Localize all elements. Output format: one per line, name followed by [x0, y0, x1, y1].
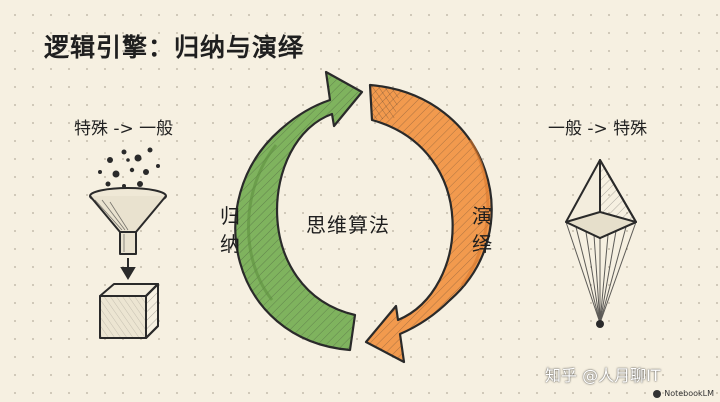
- induction-char: 纳: [220, 232, 240, 256]
- particles-icon: [98, 147, 160, 188]
- notebooklm-logo: NotebookLM: [653, 389, 714, 398]
- notebooklm-icon: [653, 389, 662, 398]
- watermark: 知乎 @人月聊IT: [545, 366, 661, 385]
- deduction-arrow: [364, 83, 493, 364]
- converging-lines: [565, 221, 637, 324]
- diagram-title: 逻辑引擎：归纳与演绎: [44, 33, 305, 62]
- notebooklm-text: NotebookLM: [664, 389, 714, 398]
- funnel-icon: [89, 187, 167, 255]
- focal-point: [596, 320, 604, 328]
- induction-arrow: [234, 70, 364, 352]
- induction-char: 归: [220, 204, 240, 228]
- arrow-down-icon: [120, 258, 136, 280]
- crystal-icon: [565, 159, 637, 239]
- induction-label: 归 纳: [218, 202, 242, 258]
- specific-to-general-label: 特殊 -> 一般: [74, 119, 174, 139]
- deduction-label: 演 绎: [470, 202, 494, 258]
- deduction-char: 绎: [472, 232, 492, 256]
- center-label: 思维算法: [306, 213, 390, 237]
- general-to-specific-label: 一般 -> 特殊: [548, 119, 648, 139]
- cube-icon: [99, 283, 159, 339]
- deduction-char: 演: [472, 204, 492, 228]
